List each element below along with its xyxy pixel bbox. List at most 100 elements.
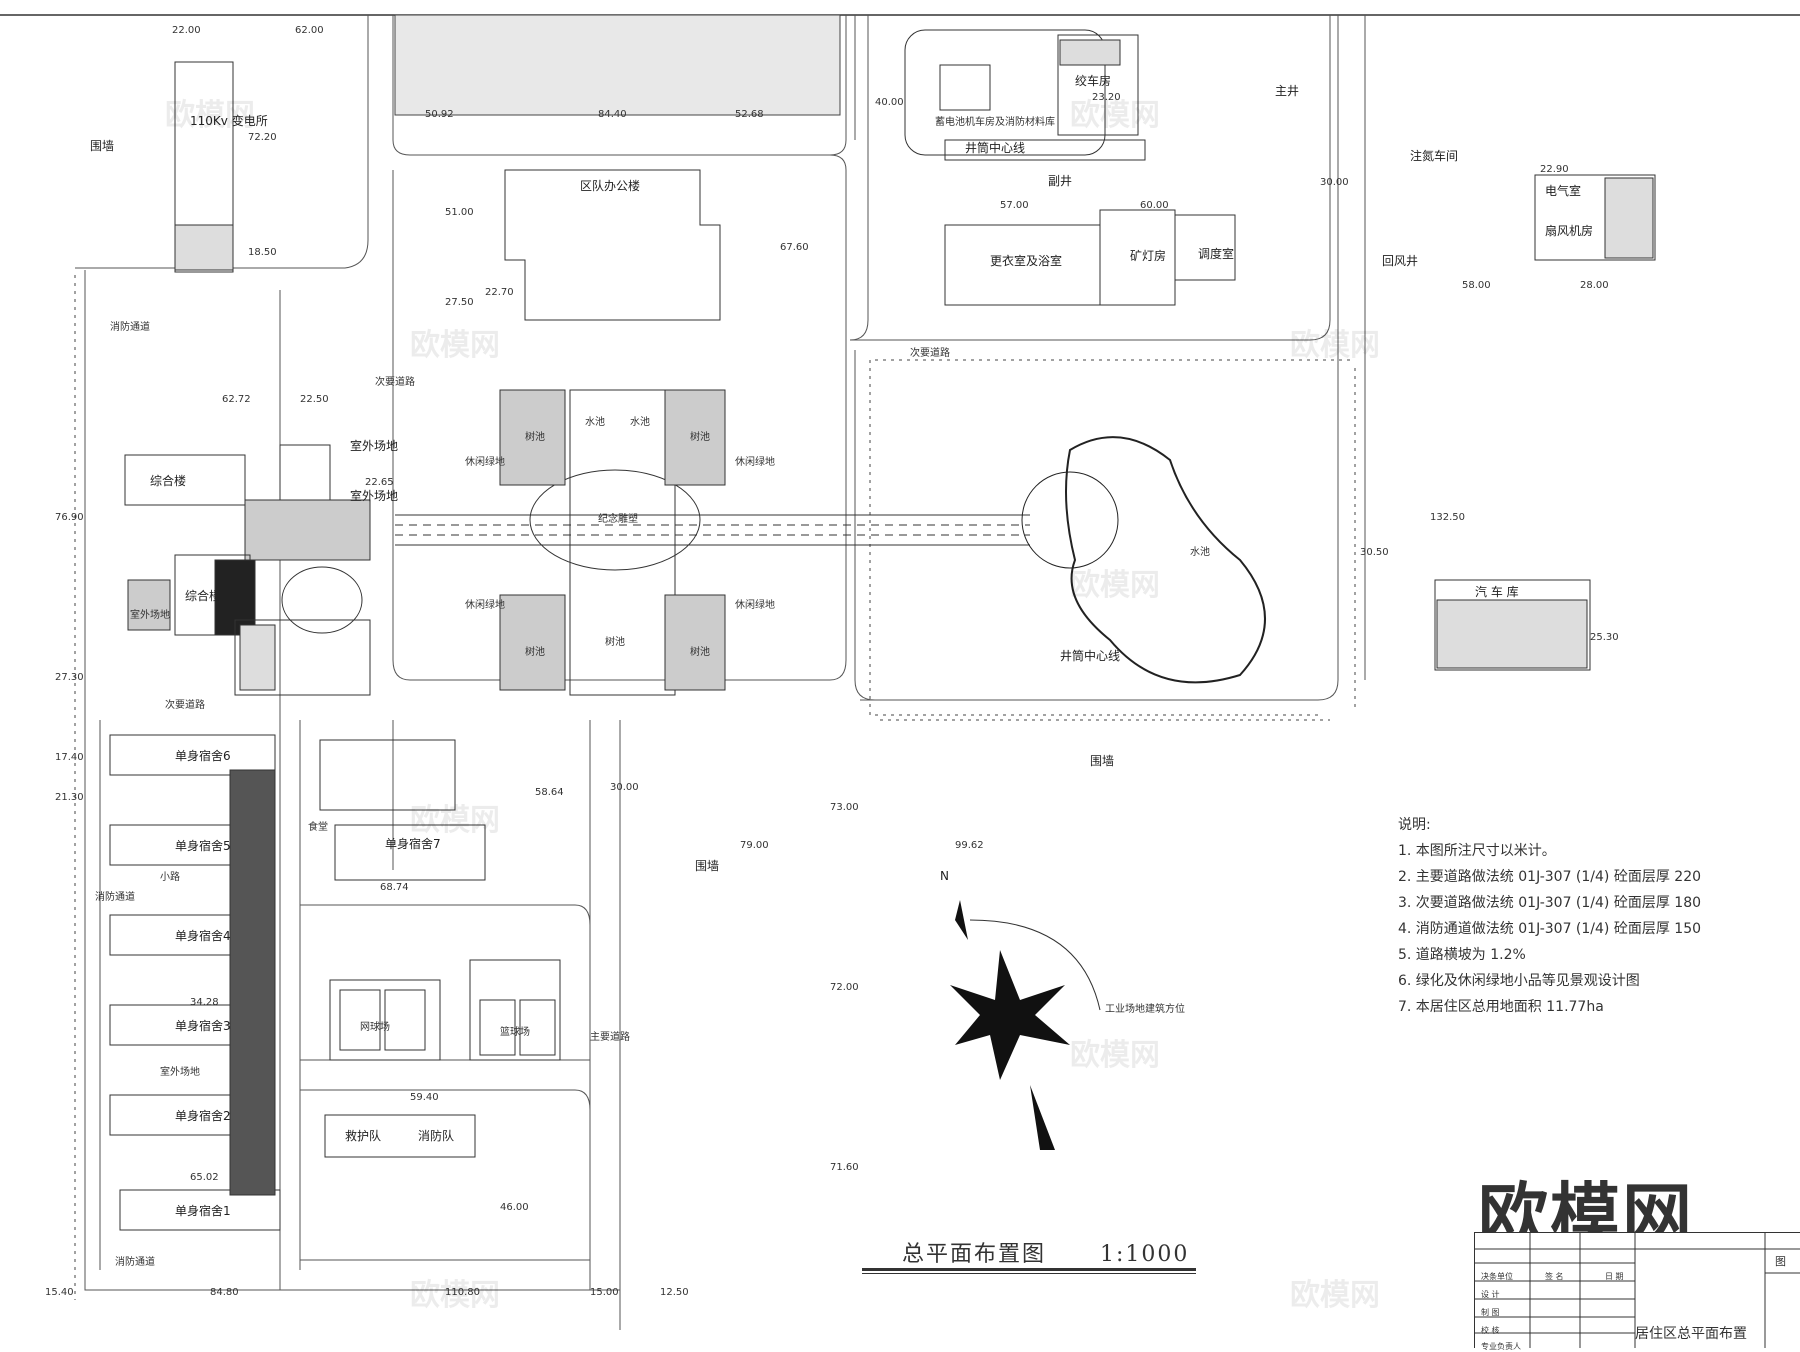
fan-room-label: 扇风机房 (1545, 223, 1593, 238)
dorm4-label: 单身宿舍4 (175, 928, 231, 943)
title-block-grid (1475, 1233, 1800, 1348)
rest-label-2: 休闲绿地 (735, 455, 775, 468)
dorm2-label: 单身宿舍2 (175, 1108, 231, 1123)
main-road-label: 主要道路 (590, 1030, 630, 1043)
dimension-label: 46.00 (500, 1202, 529, 1213)
dorm5-label: 单身宿舍5 (175, 838, 231, 853)
title-block-row-2: 设 计 (1481, 1290, 1500, 1299)
garage-label: 汽 车 库 (1475, 584, 1519, 599)
dimension-label: 59.40 (410, 1092, 439, 1103)
outdoor-label-4: 室外场地 (160, 1065, 200, 1078)
dimension-label: 25.30 (1590, 632, 1619, 643)
dimension-label: 68.74 (380, 882, 409, 893)
wall-label-1: 围墙 (90, 139, 114, 153)
fire-label: 消防队 (418, 1128, 454, 1143)
svg-text:欧模网: 欧模网 (410, 1278, 500, 1313)
title-block-row-3: 制 图 (1481, 1308, 1500, 1317)
outdoor-label-2: 室外场地 (350, 438, 398, 453)
design-notes: 说明: 1. 本图所注尺寸以米计。 2. 主要道路做法统 01J-307 (1/… (1398, 812, 1738, 1020)
dimension-label: 72.20 (248, 132, 277, 143)
dimension-label: 52.68 (735, 109, 764, 120)
title-block-sheet: 图 (1775, 1255, 1786, 1268)
dimension-label: 60.00 (1140, 200, 1169, 211)
dimension-label: 22.90 (1540, 164, 1569, 175)
wall-label-3: 围墙 (695, 859, 719, 873)
secondary-road-label-2: 次要道路 (165, 698, 205, 711)
dimension-label: 71.60 (830, 1162, 859, 1173)
secondary-road-label-1: 次要道路 (375, 375, 415, 388)
svg-text:欧模网: 欧模网 (410, 803, 500, 838)
shaft-center-label: 井筒中心线 (965, 140, 1025, 155)
title-block-row-1: 决条单位 (1481, 1272, 1513, 1281)
battery-room-label: 蓄电池机车房及消防材料库 (935, 115, 1055, 128)
pond-label-2: 水池 (630, 415, 650, 428)
changing-label: 更衣室及浴室 (990, 253, 1062, 268)
drawing-scale: 1:1000 (1099, 1242, 1190, 1267)
sports-courts (324, 959, 561, 1158)
note-item-5: 5. 道路横坡为 1.2% (1398, 947, 1526, 963)
return-shaft-label: 回风井 (1382, 254, 1418, 268)
dimension-label: 65.02 (190, 1172, 219, 1183)
dimension-label: 50.92 (425, 109, 454, 120)
fire-road-label-2: 消防通道 (115, 1255, 155, 1268)
pond-label-3: 水池 (1190, 545, 1210, 558)
title-underline-thin (862, 1273, 1196, 1274)
complex1-label: 综合楼 (150, 473, 186, 488)
dimension-label: 30.50 (1360, 547, 1389, 558)
dimension-label: 15.00 (590, 1287, 619, 1298)
shaft-center-label-2: 井筒中心线 (1060, 648, 1120, 663)
office-building: 区队办公楼 (504, 169, 721, 321)
perimeter-wall (74, 275, 1356, 1300)
svg-text:欧模网: 欧模网 (165, 98, 255, 133)
title-block: 决条单位 设 计 制 图 校 核 专业负责人 签 名 日 期 居住区总平面布置 … (1474, 1232, 1800, 1351)
dimension-label: 67.60 (780, 242, 809, 253)
wall-label-2: 围墙 (1090, 754, 1114, 768)
svg-text:欧模网: 欧模网 (1070, 98, 1160, 133)
complex2-label: 综合楼 (185, 588, 221, 603)
dimension-label: 132.50 (1430, 512, 1465, 523)
notes-heading: 说明: (1398, 817, 1431, 833)
dimension-label: 84.80 (210, 1287, 239, 1298)
dimension-label: 22.50 (300, 394, 329, 405)
basketball-label: 篮球场 (500, 1025, 530, 1038)
service-label: 调度室 (1198, 246, 1234, 261)
tree-label-3: 树池 (525, 645, 545, 658)
tree-label-5: 树池 (605, 635, 625, 648)
title-block-row-4: 校 核 (1481, 1326, 1500, 1335)
nitrogen-label: 注氮车间 (1410, 148, 1458, 163)
substation-building: 110Kv 变电所 围墙 (90, 61, 268, 273)
svg-text:N: N (940, 869, 949, 883)
dimension-label: 40.00 (875, 97, 904, 108)
tree-label-4: 树池 (690, 645, 710, 658)
dimension-label: 27.50 (445, 297, 474, 308)
substation-label: 110Kv 变电所 (190, 113, 268, 128)
tennis-label: 网球场 (360, 1020, 390, 1033)
dimension-label: 58.00 (1462, 280, 1491, 291)
dimension-label: 22.70 (485, 287, 514, 298)
main-shaft-label: 主井 (1275, 84, 1299, 98)
tree-label-2: 树池 (690, 430, 710, 443)
title-block-date: 日 期 (1605, 1272, 1624, 1281)
tree-label-1: 树池 (525, 430, 545, 443)
top-plaza-hatch (394, 14, 841, 116)
dimension-label: 62.00 (295, 25, 324, 36)
dimension-label: 58.64 (535, 787, 564, 798)
dimension-label: 23.20 (1092, 92, 1121, 103)
car-room-label: 绞车房 (1075, 73, 1111, 88)
note-item-4: 4. 消防通道做法统 01J-307 (1/4) 砼面层厚 150 (1398, 921, 1702, 937)
secondary-road-label-3: 次要道路 (910, 346, 950, 359)
note-item-2: 2. 主要道路做法统 01J-307 (1/4) 砼面层厚 220 (1398, 869, 1702, 885)
title-block-sign: 签 名 (1545, 1272, 1564, 1281)
office-label: 区队办公楼 (580, 178, 640, 193)
drawing-title-text: 总平面布置图 (902, 1242, 1047, 1267)
small-road-label: 小路 (160, 870, 180, 883)
fire-road-label-3: 消防通道 (95, 890, 135, 903)
dimension-label: 51.00 (445, 207, 474, 218)
svg-text:欧模网: 欧模网 (410, 328, 500, 363)
dimension-label: 57.00 (1000, 200, 1029, 211)
dorm7-label: 单身宿舍7 (385, 836, 441, 851)
canteen-label: 食堂 (308, 820, 328, 833)
dimension-label: 72.00 (830, 982, 859, 993)
